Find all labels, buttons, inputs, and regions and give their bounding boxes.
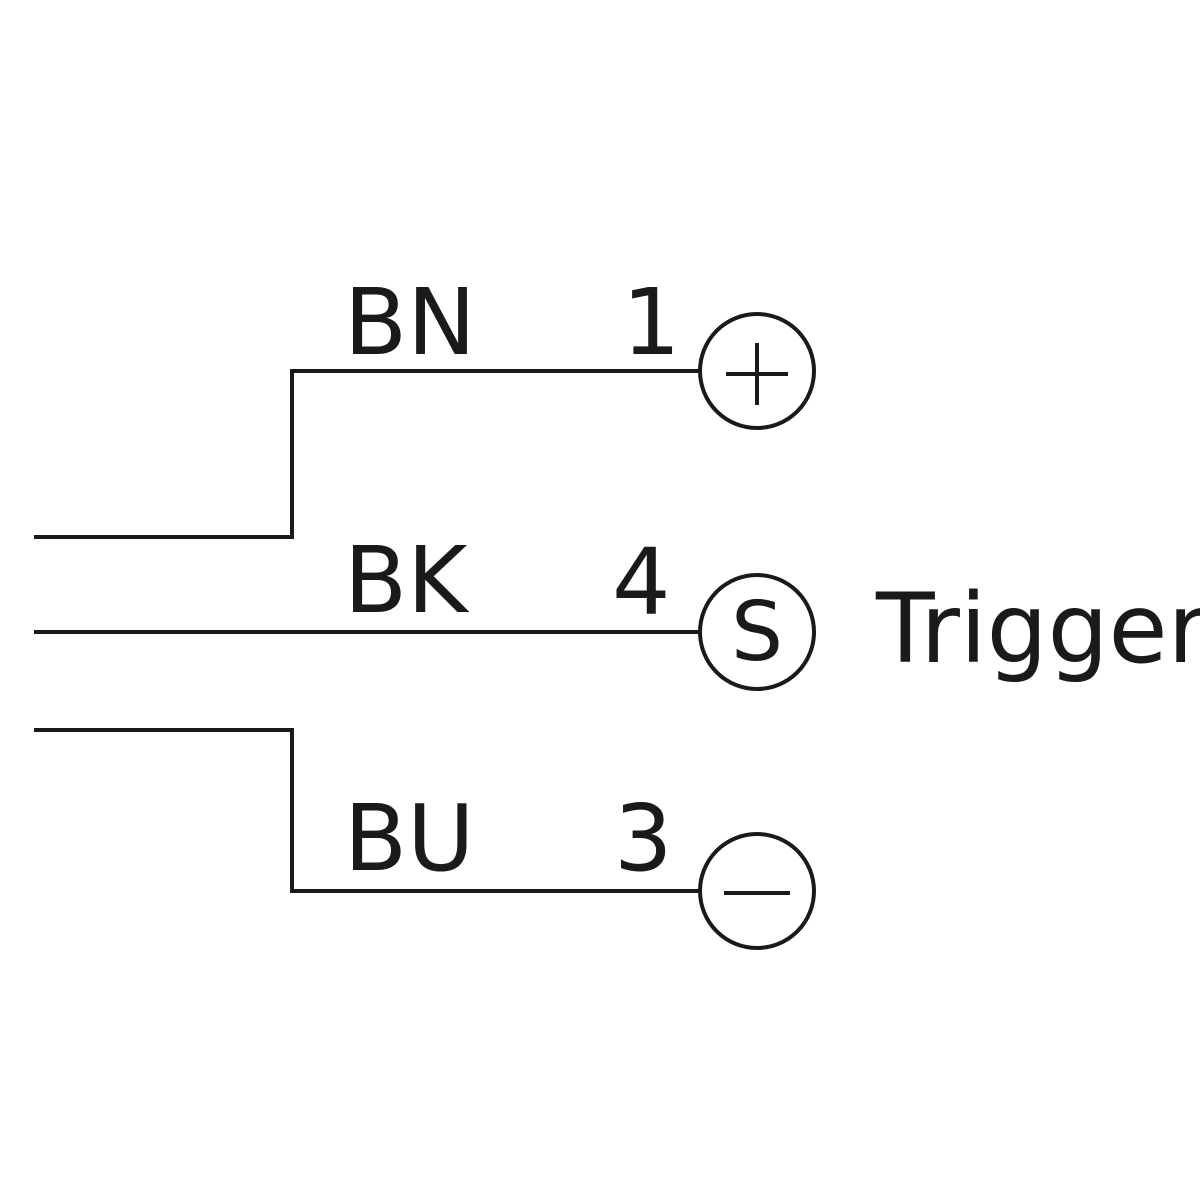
- signal-symbol-label: S: [731, 585, 783, 680]
- connection-bk: BK 4 S Trigger: [34, 527, 1200, 691]
- wire-bn: [34, 369, 702, 539]
- connection-bn: BN 1: [34, 269, 816, 539]
- wire-color-label-bu: BU: [344, 785, 474, 892]
- wire-bu: [34, 728, 702, 893]
- pin-number-label-1: 1: [622, 269, 681, 376]
- plus-icon: [726, 343, 788, 405]
- wire-color-label-bk: BK: [344, 527, 470, 634]
- trigger-function-label: Trigger: [875, 573, 1200, 685]
- pin-number-label-4: 4: [612, 529, 671, 636]
- pin-number-label-3: 3: [614, 785, 673, 892]
- terminal-signal-circle: [698, 573, 816, 691]
- wire-color-label-bn: BN: [344, 269, 476, 376]
- connection-bu: BU 3: [34, 728, 816, 950]
